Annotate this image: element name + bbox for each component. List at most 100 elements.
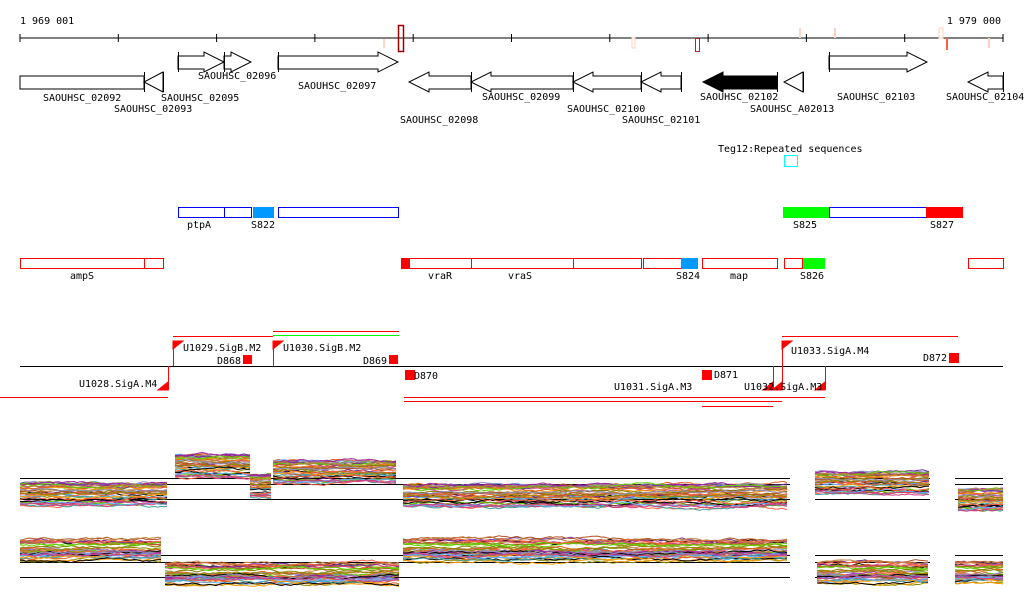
marker <box>834 28 836 38</box>
expression-line <box>814 488 930 494</box>
expression-line <box>174 458 251 465</box>
gene-arrow[interactable] <box>701 71 778 93</box>
expression-line <box>174 451 251 457</box>
expression-line <box>957 505 1004 511</box>
expression-line <box>164 565 400 572</box>
feature-box[interactable] <box>401 258 410 269</box>
feature-box[interactable] <box>968 258 1004 269</box>
promoter-flag[interactable] <box>781 340 794 366</box>
feature-box[interactable] <box>471 258 574 269</box>
expression-line <box>175 456 251 462</box>
promoter-flag[interactable] <box>172 340 185 366</box>
feature-box-s826[interactable] <box>803 258 825 269</box>
ruler: 1 969 001 1 979 000 <box>19 16 1004 53</box>
expression-line <box>402 535 788 542</box>
gene-arrow[interactable] <box>828 51 929 73</box>
feature-box[interactable] <box>784 258 803 269</box>
gene-label: SAOUHSC_02098 <box>400 115 478 126</box>
feature-box-s825[interactable] <box>783 207 829 218</box>
gene-label: SAOUHSC_02101 <box>622 115 700 126</box>
gene-arrow[interactable] <box>142 71 164 93</box>
feature-box[interactable] <box>178 207 225 218</box>
gene-arrow[interactable] <box>19 75 145 90</box>
terminator-label: D870 <box>414 371 438 382</box>
promoter-label: U1030.SigB.M2 <box>283 343 361 354</box>
expression-line <box>954 561 1004 567</box>
promoter-flag[interactable] <box>761 366 774 391</box>
promoter-flag[interactable] <box>770 366 783 391</box>
expression-line <box>249 488 272 491</box>
feature-box[interactable] <box>144 258 164 269</box>
ruler-ticks <box>19 34 1004 42</box>
feature-box[interactable] <box>409 258 472 269</box>
terminator-label: D871 <box>714 370 738 381</box>
expression-line <box>174 469 251 475</box>
expression-line <box>19 536 162 544</box>
expression-line <box>19 536 162 542</box>
feature-box[interactable] <box>573 258 642 269</box>
marker <box>799 28 801 38</box>
feature-label: S822 <box>251 220 275 231</box>
feature-box[interactable] <box>278 207 399 218</box>
expression-line <box>816 559 929 565</box>
feature-label: vraS <box>508 271 532 282</box>
expression-line <box>249 496 271 499</box>
feature-box[interactable] <box>829 207 927 218</box>
expression-line <box>402 481 788 489</box>
marker <box>631 37 636 49</box>
gene-arrow[interactable] <box>639 71 682 93</box>
feature-box[interactable] <box>20 258 145 269</box>
feature-box-s822[interactable] <box>253 207 274 218</box>
promoter-label: U1028.SigA.M4 <box>79 379 157 390</box>
terminator-box[interactable] <box>405 370 415 380</box>
expression-line <box>272 460 397 467</box>
gene-arrow[interactable] <box>177 51 226 73</box>
repeat-box[interactable] <box>784 155 798 167</box>
gene-label: SAOUHSC_02103 <box>837 92 915 103</box>
terminator-box[interactable] <box>389 355 398 364</box>
feature-box-s824[interactable] <box>681 258 698 269</box>
marker <box>383 39 385 48</box>
marker-selected[interactable] <box>397 24 405 53</box>
expression-line <box>814 489 930 495</box>
gene-arrow[interactable] <box>571 71 642 93</box>
terminator-box[interactable] <box>243 355 252 364</box>
expression-line <box>957 500 1004 504</box>
feature-box-s827[interactable] <box>926 207 963 218</box>
expression-line <box>816 578 929 583</box>
feature-box[interactable] <box>643 258 682 269</box>
promoter-flag[interactable] <box>272 340 285 366</box>
expression-line <box>272 468 397 474</box>
promoter-track: U1029.SigB.M2 D868 U1030.SigB.M2 D869 D8… <box>0 331 1003 407</box>
expression-line <box>402 490 787 497</box>
gene-arrow[interactable] <box>966 71 1004 93</box>
promoter-label: U1029.SigB.M2 <box>183 343 261 354</box>
marker <box>695 38 700 52</box>
expression-line <box>272 458 397 464</box>
feature-box[interactable] <box>702 258 778 269</box>
gene-arrow[interactable] <box>223 51 253 73</box>
feature-track-minus <box>20 258 1004 269</box>
expression-line <box>814 479 930 485</box>
ruler-end-label: 1 979 000 <box>947 16 1001 27</box>
expression-line <box>164 573 400 582</box>
gene-label: SAOUHSC_02104 <box>946 92 1024 103</box>
feature-box[interactable] <box>224 207 252 218</box>
promoter-label: U1031.SigA.M3 <box>614 382 692 393</box>
promoter-flag[interactable] <box>156 366 169 391</box>
gene-arrow[interactable] <box>469 71 574 93</box>
expression-line <box>19 488 168 493</box>
gene-arrow[interactable] <box>407 71 472 93</box>
expression-line <box>957 487 1004 491</box>
terminator-box[interactable] <box>702 370 712 380</box>
gene-arrow[interactable] <box>782 71 804 93</box>
gene-label: SAOUHSC_02093 <box>114 104 192 115</box>
expression-line <box>814 491 930 496</box>
expression-line <box>814 480 930 486</box>
promoter-flag[interactable] <box>813 366 826 391</box>
terminator-box[interactable] <box>949 353 959 363</box>
gene-arrow[interactable] <box>277 51 400 73</box>
ruler-start-label: 1 969 001 <box>20 16 74 27</box>
expression-line <box>272 474 397 479</box>
